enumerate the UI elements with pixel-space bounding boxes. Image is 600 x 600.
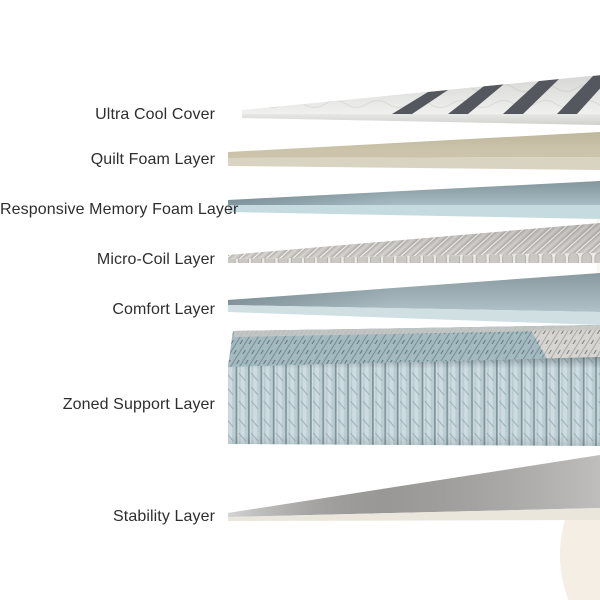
label-comfort-layer: Comfort Layer bbox=[112, 301, 215, 318]
layer-graphic-stability bbox=[228, 455, 600, 521]
zoned-light-zone bbox=[531, 325, 600, 359]
label-ultra-cool-cover: Ultra Cool Cover bbox=[95, 106, 215, 123]
cover-stripes bbox=[392, 75, 600, 114]
layer-graphic-ultra-cool-cover bbox=[242, 75, 600, 125]
layer-graphic-zoned-support bbox=[228, 325, 600, 446]
layer-graphic-micro-coil bbox=[228, 223, 600, 263]
layer-graphic-comfort bbox=[228, 273, 600, 325]
label-responsive-memory-foam-layer: Responsive Memory Foam Layer bbox=[0, 201, 239, 218]
label-micro-coil-layer: Micro-Coil Layer bbox=[96, 251, 215, 268]
label-stability-layer: Stability Layer bbox=[113, 508, 215, 525]
layer-graphic-responsive-memory-foam bbox=[228, 181, 600, 219]
layer-graphic-quilt-foam bbox=[228, 132, 600, 170]
label-zoned-support-layer: Zoned Support Layer bbox=[62, 396, 215, 413]
label-quilt-foam-layer: Quilt Foam Layer bbox=[90, 151, 215, 168]
